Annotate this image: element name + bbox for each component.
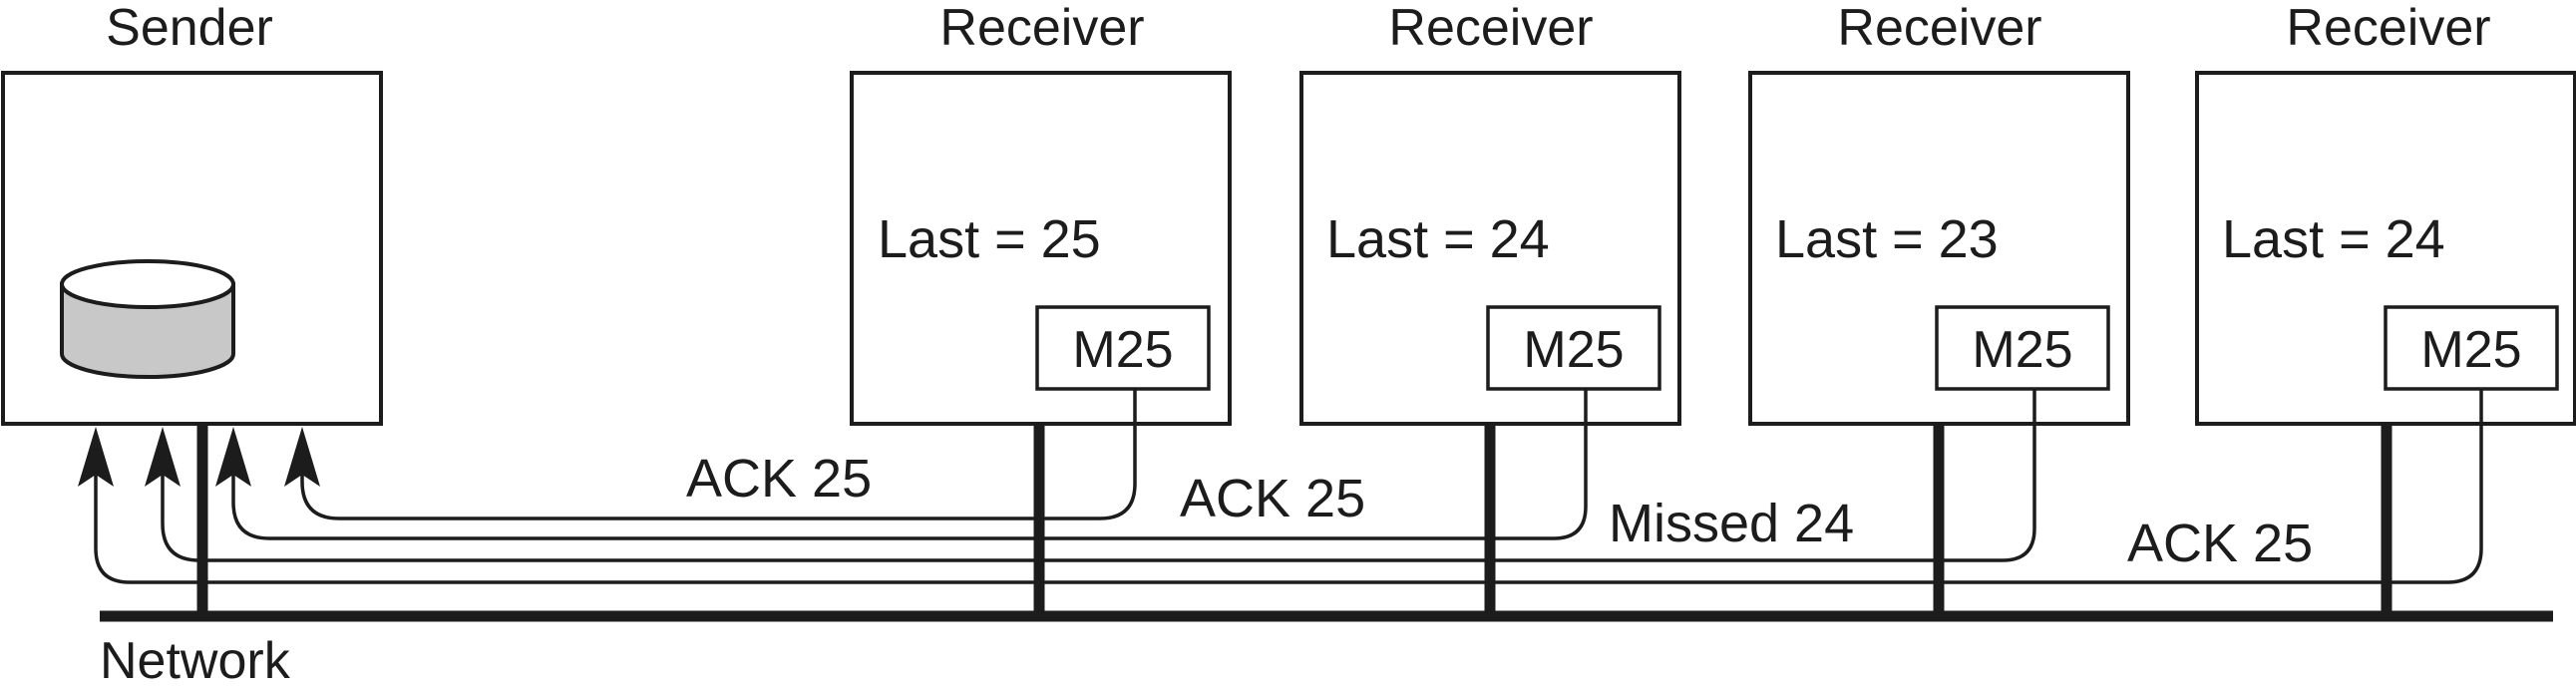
receiver-label: Receiver	[2286, 0, 2490, 57]
sender-node: Sender	[1, 0, 383, 616]
arrow-up-icon	[215, 427, 251, 487]
message-label: M25	[2420, 321, 2521, 379]
reply-paths	[94, 389, 2483, 584]
arrow-up-icon	[78, 427, 114, 487]
message-label: M25	[1072, 321, 1173, 379]
receiver-node: Receiver Last = 25 M25	[850, 0, 1232, 616]
reply-arrowheads	[78, 427, 320, 487]
reply-label: ACK 25	[1180, 469, 1365, 528]
message-label: M25	[1523, 321, 1624, 379]
receiver-node: Receiver Last = 23 M25	[1748, 0, 2130, 616]
reply-path-ack	[231, 389, 1588, 540]
receiver-label: Receiver	[1837, 0, 2041, 57]
reply-label: ACK 25	[686, 449, 872, 509]
reply-path-ack	[300, 389, 1137, 520]
reply-path-missed	[161, 389, 2036, 562]
message-label: M25	[1972, 321, 2072, 379]
database-cylinder-icon	[60, 259, 235, 379]
receiver-state: Last = 24	[1326, 209, 1550, 269]
reply-path-ack	[94, 389, 2483, 584]
receiver-state: Last = 23	[1775, 209, 1999, 269]
arrow-up-icon	[145, 427, 181, 487]
sender-label: Sender	[106, 0, 273, 57]
message-box	[1935, 305, 2110, 391]
message-box	[1486, 305, 1661, 391]
receiver-label: Receiver	[1388, 0, 1593, 57]
receiver-state: Last = 25	[878, 209, 1101, 269]
receiver-node: Receiver Last = 24 M25	[1299, 0, 1681, 616]
receiver-node: Receiver Last = 24 M25	[2195, 0, 2576, 616]
message-box	[1035, 305, 1211, 391]
receiver-label: Receiver	[939, 0, 1144, 57]
reply-label: Missed 24	[1609, 494, 1854, 553]
network-label: Network	[100, 632, 291, 690]
message-box	[2384, 305, 2559, 391]
receiver-state: Last = 24	[2222, 209, 2445, 269]
arrow-up-icon	[284, 427, 320, 487]
reply-labels: ACK 25 ACK 25 Missed 24 ACK 25	[686, 449, 2313, 573]
reply-label: ACK 25	[2127, 514, 2313, 573]
